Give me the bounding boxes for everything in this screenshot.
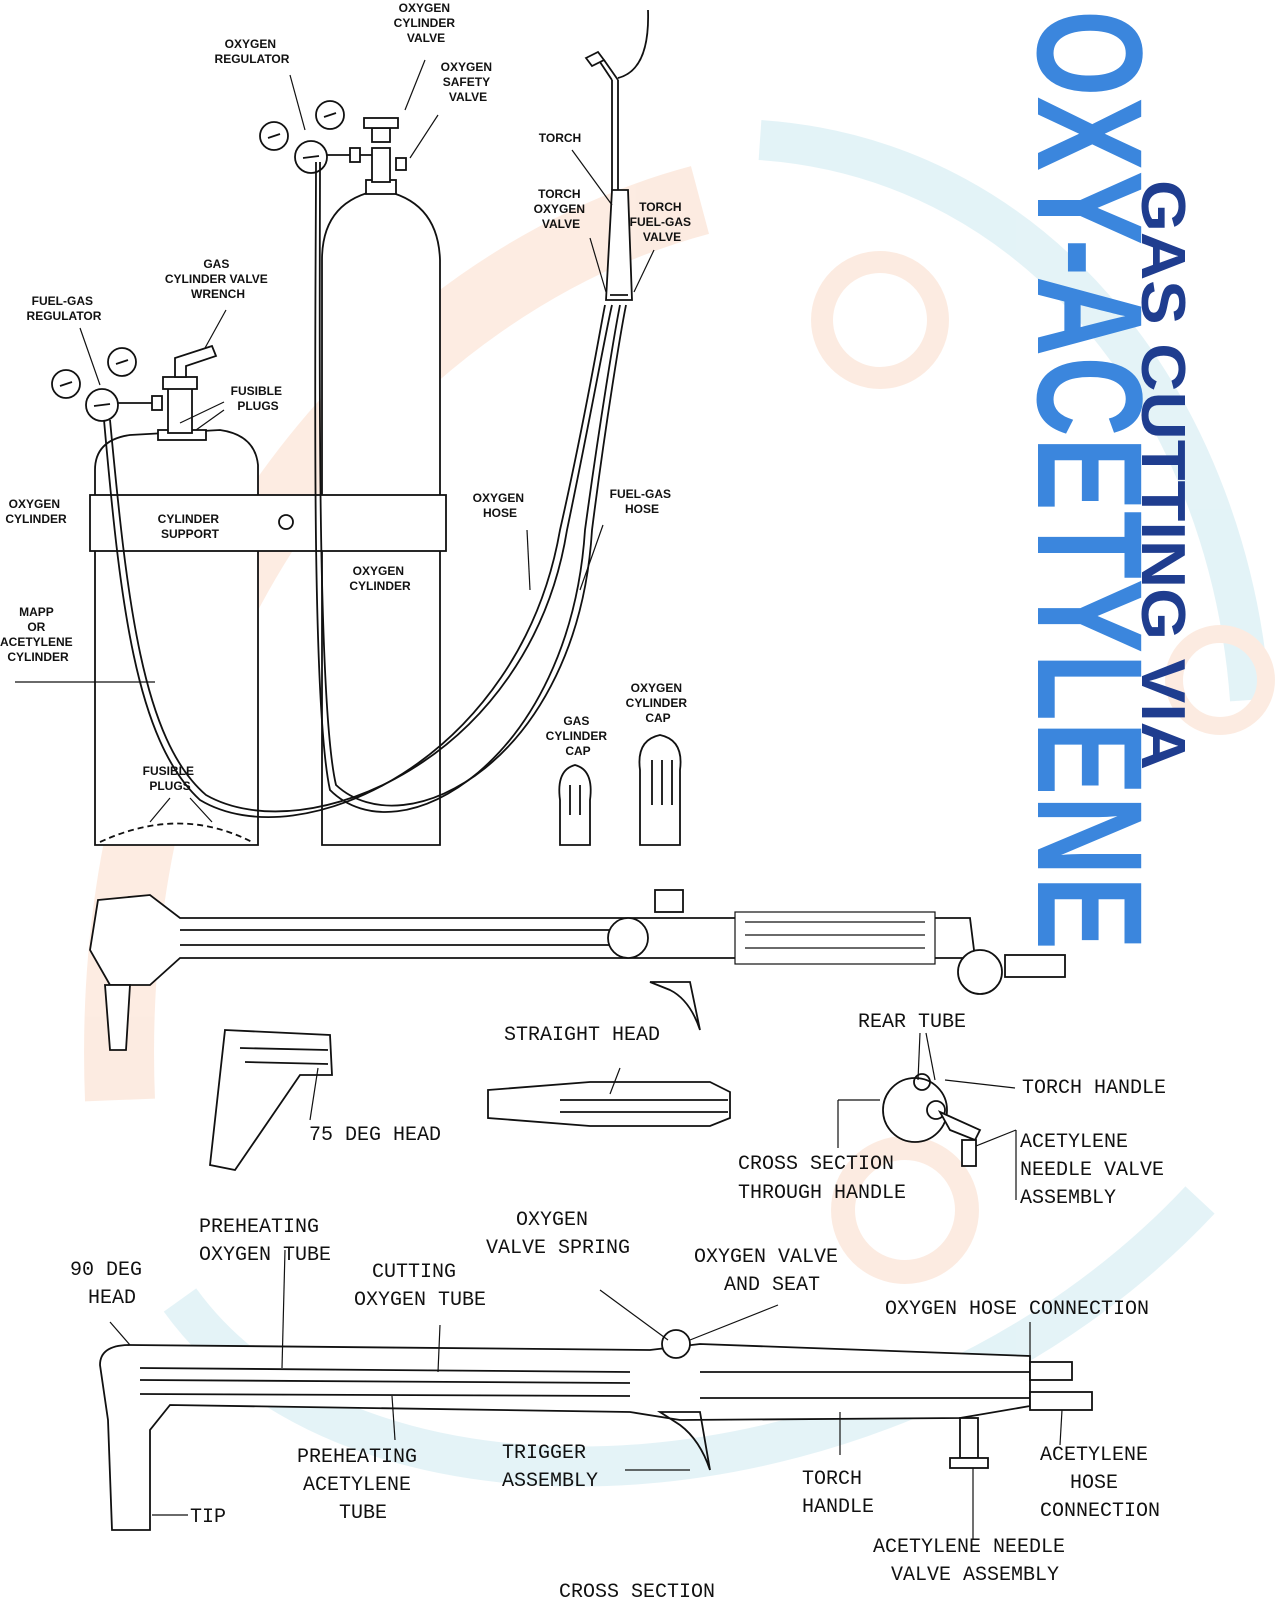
label-acetylene-needle-valve-assembly-top: ACETYLENE NEEDLE VALVE ASSEMBLY bbox=[1020, 1131, 1176, 1210]
label-straight-head: STRAIGHT HEAD bbox=[504, 1024, 660, 1047]
label-rear-tube: REAR TUBE bbox=[858, 1011, 966, 1034]
label-cross-section-through-handle: CROSS SECTION THROUGH HANDLE bbox=[738, 1153, 906, 1205]
gas-equipment-drawing bbox=[15, 9, 682, 846]
label-gas-cylinder-cap: GAS CYLINDER CAP bbox=[546, 714, 611, 758]
label-fusible-plugs-top: FUSIBLE PLUGS bbox=[231, 384, 286, 413]
label-oxygen-valve-spring: OXYGEN VALVE SPRING bbox=[486, 1209, 630, 1260]
label-torch-handle-top: TORCH HANDLE bbox=[1022, 1077, 1166, 1100]
label-oxygen-safety-valve: OXYGEN SAFETY VALVE bbox=[441, 60, 496, 104]
label-oxygen-cylinder-center: OXYGEN CYLINDER bbox=[349, 564, 411, 593]
label-tip: TIP bbox=[190, 1506, 226, 1529]
label-oxygen-valve-and-seat: OXYGEN VALVE AND SEAT bbox=[694, 1246, 850, 1297]
label-cross-section: CROSS SECTION bbox=[559, 1581, 715, 1604]
label-torch-fuel-gas-valve: TORCH FUEL-GAS VALVE bbox=[630, 200, 695, 244]
label-torch-oxygen-valve: TORCH OXYGEN VALVE bbox=[534, 187, 589, 231]
cutting-torch-drawing bbox=[89, 889, 1066, 1200]
label-acetylene-hose-connection: ACETYLENE HOSE CONNECTION bbox=[1040, 1444, 1160, 1523]
label-fusible-plugs-bottom: FUSIBLE PLUGS bbox=[143, 764, 198, 793]
label-oxygen-cylinder-valve: OXYGEN CYLINDER VALVE bbox=[394, 1, 459, 45]
label-fuel-gas-regulator: FUEL-GAS REGULATOR bbox=[27, 294, 102, 323]
label-cutting-oxygen-tube: CUTTING OXYGEN TUBE bbox=[354, 1261, 486, 1312]
label-oxygen-hose-connection: OXYGEN HOSE CONNECTION bbox=[885, 1298, 1149, 1321]
torch-cross-section-drawing bbox=[99, 1249, 1093, 1540]
label-acetylene-needle-valve-assembly: ACETYLENE NEEDLE VALVE ASSEMBLY bbox=[873, 1536, 1077, 1587]
watermark-logo bbox=[84, 120, 1275, 1487]
cross-section-labels: PREHEATING OXYGEN TUBE 90 DEG HEAD CUTTI… bbox=[70, 1209, 1160, 1604]
label-trigger-assembly: TRIGGER ASSEMBLY bbox=[502, 1442, 598, 1493]
label-gas-cylinder-valve-wrench: GAS CYLINDER VALVE WRENCH bbox=[165, 257, 271, 301]
label-oxygen-cylinder-left: OXYGEN CYLINDER bbox=[5, 497, 67, 526]
label-oxygen-cylinder-cap: OXYGEN CYLINDER CAP bbox=[626, 681, 691, 725]
label-preheating-acetylene-tube: PREHEATING ACETYLENE TUBE bbox=[297, 1446, 429, 1525]
label-90-deg-head: 90 DEG HEAD bbox=[70, 1259, 154, 1310]
oxygen-cylinder-cap bbox=[638, 734, 682, 846]
torch-labels: STRAIGHT HEAD REAR TUBE TORCH HANDLE 75 … bbox=[309, 1011, 1176, 1210]
label-oxygen-regulator: OXYGEN REGULATOR bbox=[215, 37, 290, 66]
cylinder-support-band bbox=[89, 494, 447, 552]
label-mapp-cylinder: MAPP OR ACETYLENE CYLINDER bbox=[0, 605, 76, 664]
label-torch-handle-bottom: TORCH HANDLE bbox=[802, 1468, 874, 1519]
label-torch: TORCH bbox=[539, 131, 581, 145]
gas-cylinder-cap bbox=[558, 764, 592, 846]
label-oxygen-hose: OXYGEN HOSE bbox=[473, 491, 528, 520]
label-75-deg-head: 75 DEG HEAD bbox=[309, 1124, 441, 1147]
label-preheating-oxygen-tube: PREHEATING OXYGEN TUBE bbox=[199, 1216, 331, 1267]
label-fuel-gas-hose: FUEL-GAS HOSE bbox=[610, 487, 675, 516]
label-cylinder-support: CYLINDER SUPPORT bbox=[158, 512, 223, 541]
equipment-labels: OXYGEN CYLINDER VALVE OXYGEN REGULATOR O… bbox=[0, 1, 695, 793]
